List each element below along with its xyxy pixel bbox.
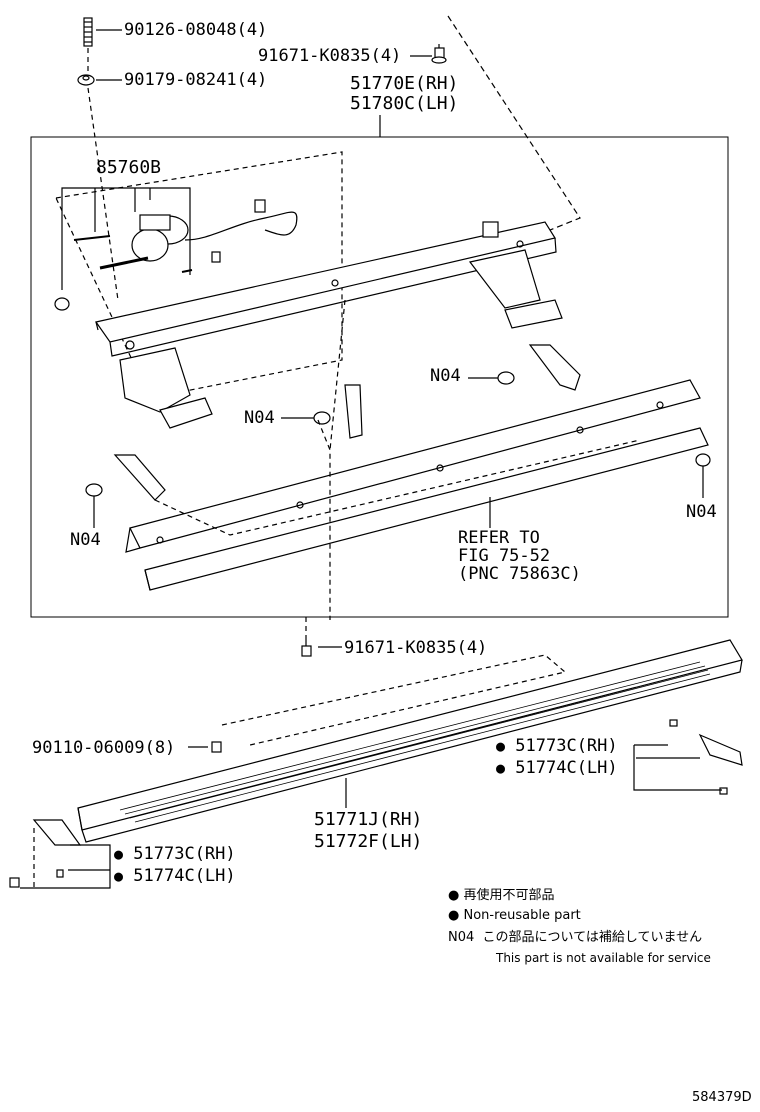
nonreusable-bullet: ●: [496, 759, 506, 777]
label-n04-b: N04: [244, 408, 275, 428]
nonreusable-bullet: ●: [496, 737, 506, 755]
label-cap-left-rh: ● 51773C(RH): [114, 844, 236, 864]
motor-drawing: [73, 199, 298, 273]
bolt-top-part: [83, 17, 93, 47]
label-step-lh: 51772F(LH): [314, 831, 423, 852]
lower-rail: [125, 379, 709, 591]
label-n04-a: N04: [430, 366, 461, 386]
nonreusable-bullet: ●: [114, 867, 124, 885]
upper-rail: [94, 221, 563, 429]
label-step-rh: 51771J(RH): [314, 809, 423, 830]
label-n04-c: N04: [70, 530, 101, 550]
label-refer-2: FIG 75-52: [458, 546, 551, 566]
label-motor: 85760B: [96, 157, 162, 178]
right-end-cap: [669, 719, 743, 795]
label-screw: 90110-06009(8): [32, 738, 176, 758]
nonreusable-bullet: ●: [114, 845, 124, 863]
label-cap-right-lh: ● 51774C(LH): [496, 758, 618, 778]
diagram-id: 584379D: [692, 1090, 752, 1105]
label-n04-d: N04: [686, 502, 717, 522]
label-bolt-mid: 91671-K0835(4): [344, 638, 488, 658]
label-cap-left-lh: ● 51774C(LH): [114, 866, 236, 886]
label-refer-3: (PNC 75863C): [458, 564, 581, 584]
label-refer-1: REFER TO: [458, 528, 540, 548]
washer-top-part: [77, 74, 95, 86]
label-bolt-right-top: 91671-K0835(4): [258, 46, 402, 66]
left-end-cap: [9, 819, 82, 888]
legend-en-nonreusable: ● Non-reusable part: [448, 908, 581, 923]
legend-en-not-available: This part is not available for service: [496, 951, 711, 965]
label-cap-right-rh: ● 51773C(RH): [496, 736, 618, 756]
label-assembly-lh: 51780C(LH): [350, 93, 459, 114]
legend-jp-nonreusable: ● 再使用不可部品: [448, 888, 555, 903]
step-board: [77, 639, 743, 843]
bolt-right-top-part: [431, 44, 447, 64]
bolt-mid-part: [301, 617, 312, 657]
screw-part: [211, 741, 222, 753]
label-bolt-top: 90126-08048(4): [124, 20, 268, 40]
n04-bracket-parts: [85, 344, 711, 501]
label-washer-top: 90179-08241(4): [124, 70, 268, 90]
label-assembly-rh: 51770E(RH): [350, 73, 459, 94]
legend-jp-not-available: N04 この部品については補給していません: [448, 930, 703, 945]
